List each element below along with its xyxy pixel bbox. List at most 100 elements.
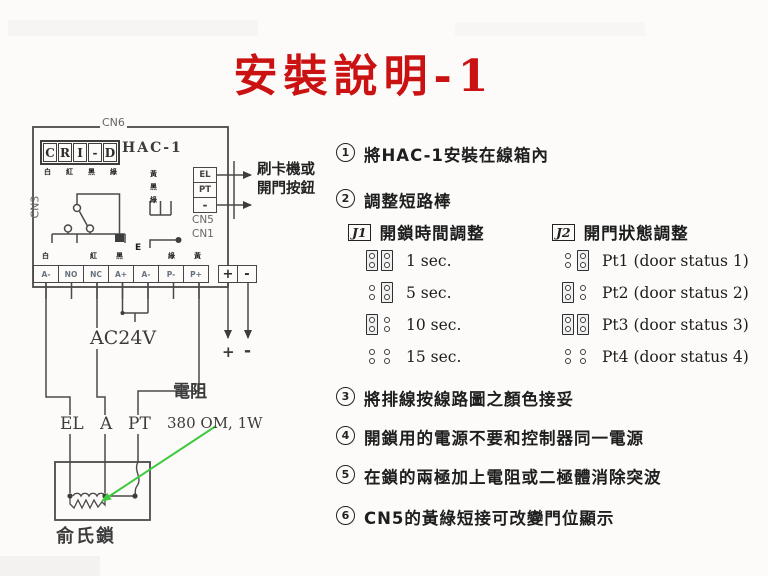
jumper-option-label: 15 sec. (406, 347, 462, 366)
device-label: HAC-1 (122, 140, 183, 156)
resistor-value: 380 OM, 1W (167, 414, 263, 432)
wire-color-mark: 綠 (110, 168, 117, 176)
step-2: 2 調整短路棒 (336, 188, 452, 212)
jumper-icon (562, 282, 589, 303)
step-4: 4 開鎖用的電源不要和控制器同一電源 (336, 425, 644, 449)
cn5-cell: EL (194, 168, 216, 183)
j2-header: J2 開門狀態調整 (552, 220, 689, 244)
instructions: 1 將HAC-1安裝在線箱內 2 調整短路棒 J1 開鎖時間調整 J2 開門狀態… (336, 128, 764, 558)
wire-color-mark: 綠 (150, 196, 157, 204)
lock-label: 俞氏鎖 (56, 526, 116, 547)
cn6-connector: C R I - D (40, 140, 120, 165)
j2-option-1: Pt1 (door status 1) (562, 250, 749, 271)
wire-color-mark: 白 (42, 252, 49, 260)
step-6: 6 CN5的黃綠短接可改變門位顯示 (336, 505, 614, 529)
terminal-cell: A+ (109, 266, 134, 282)
cn5-cell: - (202, 198, 208, 212)
dc-cell: - (244, 266, 250, 282)
step-number: 4 (336, 426, 355, 445)
step-1: 1 將HAC-1安裝在線箱內 (336, 142, 549, 166)
jumper-option-label: Pt2 (door status 2) (602, 283, 749, 302)
terminal-cell: A- (34, 266, 59, 282)
cn6-label: CN6 (100, 116, 127, 130)
terminal-cell: P- (159, 266, 184, 282)
scan-artifact (8, 20, 258, 36)
cn6-cell: C (43, 143, 57, 162)
step-text: 開鎖用的電源不要和控制器同一電源 (364, 429, 644, 448)
cn6-cell: I (73, 143, 87, 162)
step-number: 6 (336, 506, 355, 525)
reader-note: 刷卡機或 開門按鈕 (257, 161, 315, 199)
step-number: 1 (336, 143, 355, 162)
terminal-strip: A- NO NC A+ A- P- P+ (33, 265, 209, 283)
reader-note-line1: 刷卡機或 (257, 162, 315, 178)
jumper-icon (366, 282, 393, 303)
jumper-icon (562, 250, 589, 271)
power-label: AC24V (88, 327, 159, 349)
cn5-cell: PT (194, 183, 216, 198)
step-3: 3 將排線按線路圖之顏色接妥 (336, 386, 574, 410)
terminal-cell: NC (84, 266, 109, 282)
jumper-option-label: Pt4 (door status 4) (602, 347, 749, 366)
wire-color-mark: 黃 (150, 170, 157, 178)
dc-minus-sign: - (244, 341, 252, 361)
dc-terminal-block: + - (218, 265, 257, 283)
wire-color-mark: 白 (44, 168, 51, 176)
jumper-icon (562, 346, 589, 367)
j1-badge: J1 (348, 223, 371, 241)
wire-label-el: EL (58, 414, 86, 434)
terminal-cell: P+ (190, 269, 202, 279)
wiring-diagram: CN6 C R I - D HAC-1 CN3 EL PT - CN5 CN1 … (20, 115, 350, 570)
dc-cell: + (219, 266, 238, 282)
cn5-name: CN5 (192, 214, 214, 226)
j1-option-3: 10 sec. (366, 314, 461, 335)
jumper-icon (366, 314, 393, 335)
wire-label-a: A (98, 414, 115, 434)
step-text: 將排線按線路圖之顏色接妥 (364, 390, 574, 409)
resistor-title: 電阻 (173, 382, 207, 402)
wire-color-mark: 黃 (194, 252, 201, 260)
wire-color-mark: 黑 (116, 252, 123, 260)
j1-title: 開鎖時間調整 (379, 224, 485, 243)
j1-header: J1 開鎖時間調整 (348, 220, 485, 244)
wire-label-pt: PT (126, 414, 153, 434)
cn6-cell: - (88, 143, 102, 162)
scan-artifact (455, 22, 645, 36)
jumper-icon (366, 346, 393, 367)
jumper-option-label: 1 sec. (406, 251, 452, 270)
wire-color-mark: 綠 (168, 252, 175, 260)
j2-badge: J2 (552, 223, 575, 241)
jumper-option-label: 10 sec. (406, 315, 462, 334)
jumper-option-label: Pt1 (door status 1) (602, 251, 749, 270)
step-text: 調整短路棒 (364, 192, 452, 211)
j1-option-1: 1 sec. (366, 250, 452, 271)
step-number: 2 (336, 189, 355, 208)
terminal-cell: NO (59, 266, 84, 282)
j2-option-3: Pt3 (door status 3) (562, 314, 749, 335)
step-number: 3 (336, 387, 355, 406)
wire-color-mark: 黑 (150, 183, 157, 191)
j1-option-4: 15 sec. (366, 346, 461, 367)
jumper-option-label: Pt3 (door status 3) (602, 315, 749, 334)
jumper-icon (562, 314, 589, 335)
j2-option-4: Pt4 (door status 4) (562, 346, 749, 367)
terminal-cell: A- (134, 266, 159, 282)
cn5-connector: EL PT - (193, 167, 217, 213)
cn6-cell: R (58, 143, 72, 162)
step-number: 5 (336, 465, 355, 484)
jumper-option-label: 5 sec. (406, 283, 452, 302)
resistor-pointer-line (101, 425, 217, 502)
page-title: 安裝說明-1 (233, 51, 495, 102)
dc-plus-sign: + (222, 343, 235, 361)
step-text: 在鎖的兩極加上電阻或二極體消除突波 (364, 468, 662, 487)
reader-note-line2: 開門按鈕 (257, 180, 315, 197)
j2-title: 開門狀態調整 (583, 224, 689, 243)
wire-color-mark: 紅 (90, 252, 97, 260)
wire-color-mark: 黑 (88, 168, 95, 176)
step-text: CN5的黃綠短接可改變門位顯示 (364, 509, 615, 528)
j1-option-2: 5 sec. (366, 282, 452, 303)
step-5: 5 在鎖的兩極加上電阻或二極體消除突波 (336, 464, 662, 488)
wire-color-mark: 紅 (66, 168, 73, 176)
j2-option-2: Pt2 (door status 2) (562, 282, 749, 303)
cn3-label: CN3 (28, 195, 42, 219)
